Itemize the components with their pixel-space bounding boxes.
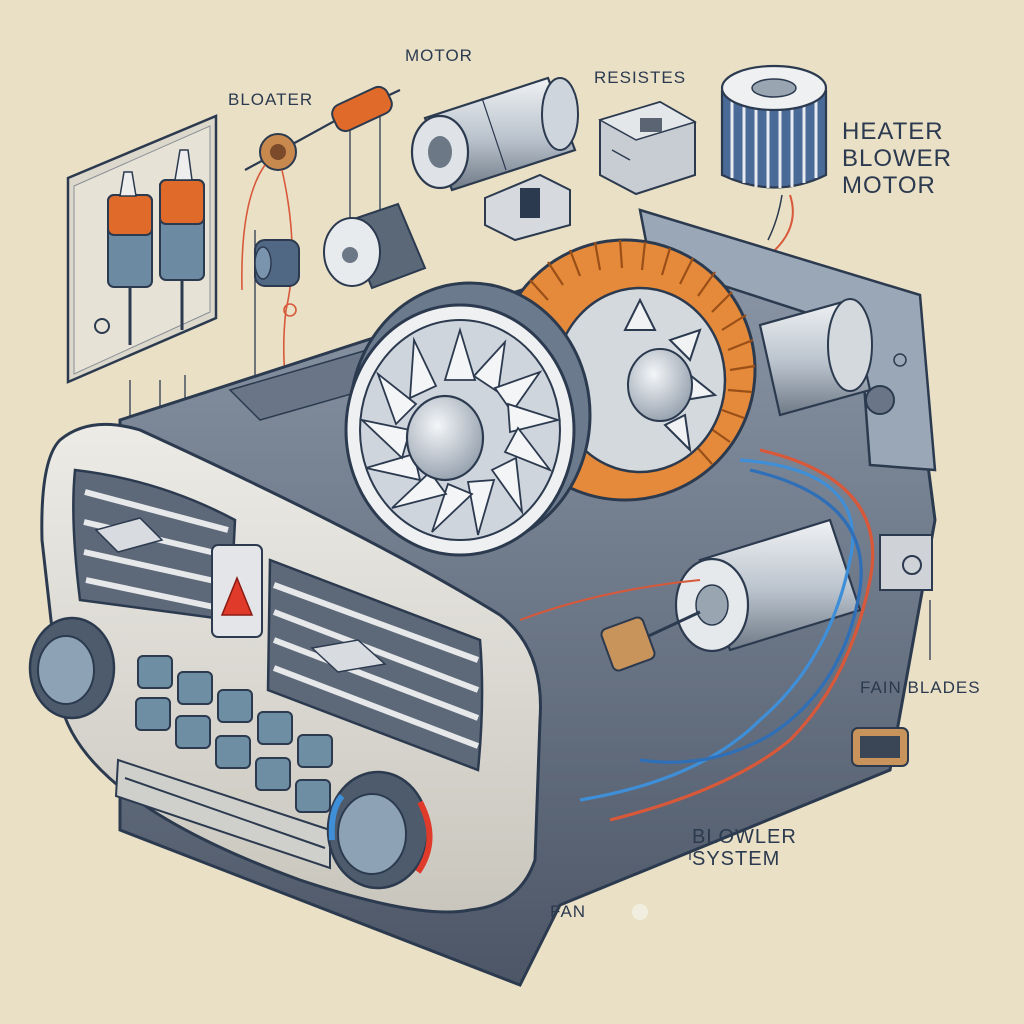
blowler-system-line1: BLOWLER bbox=[692, 826, 797, 848]
fain-blades-label: FAIN BLADES bbox=[860, 678, 981, 697]
bloater-label: BLOATER bbox=[228, 90, 314, 109]
wiring-harness bbox=[519, 448, 875, 822]
capacitor-icon bbox=[66, 114, 218, 384]
resistor-module-icon bbox=[598, 100, 697, 196]
fan-label: FAN bbox=[550, 902, 587, 921]
dashboard-panel bbox=[28, 422, 542, 914]
blowler-system-line2: SYSTEM bbox=[692, 848, 781, 870]
heater-blower-motor-line1: HEATER bbox=[842, 118, 944, 145]
fan-drum-icon bbox=[323, 173, 571, 290]
knob-icon bbox=[28, 616, 116, 720]
motor-cylinder-icon bbox=[410, 76, 579, 192]
motor-label: MOTOR bbox=[405, 46, 473, 65]
blower-motor-icon bbox=[758, 298, 873, 417]
connector-icon bbox=[851, 727, 909, 767]
lower-motor-icon bbox=[600, 518, 862, 672]
heater-blower-motor-label: HEATER BLOWER MOTOR bbox=[842, 118, 952, 199]
hazard-icon bbox=[211, 544, 263, 638]
resistor-icon bbox=[241, 85, 401, 411]
heater-blower-motor-line3: MOTOR bbox=[842, 172, 936, 199]
fan-wheel-icon bbox=[344, 281, 592, 557]
knob-icon bbox=[326, 770, 433, 890]
resistes-label: RESISTES bbox=[594, 68, 687, 87]
blowler-system-label: BLOWLER SYSTEM bbox=[692, 826, 797, 870]
control-buttons bbox=[135, 655, 333, 813]
heater-blower-motor-line2: BLOWER bbox=[842, 145, 953, 172]
